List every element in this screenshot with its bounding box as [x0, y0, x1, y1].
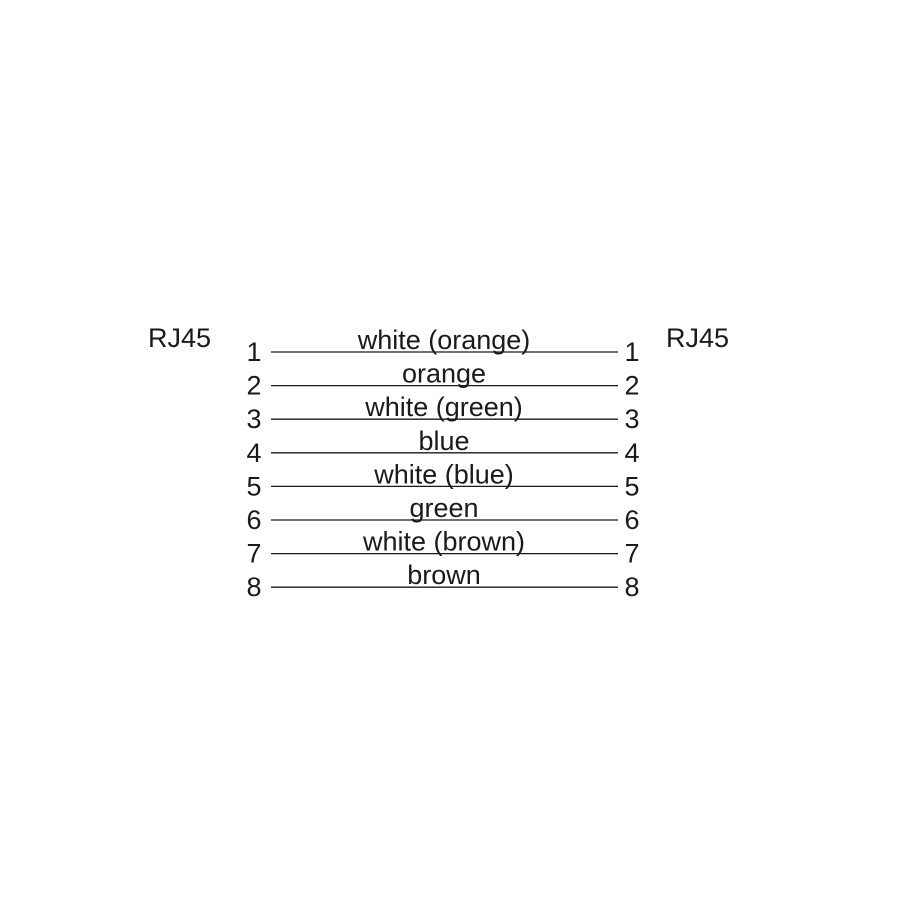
wire-color-label: white (blue): [373, 459, 514, 489]
wire-row: 6 6 green: [246, 493, 639, 535]
right-pin-number: 7: [624, 539, 639, 569]
wire-row: 5 5 white (blue): [246, 459, 639, 501]
right-connector-label: RJ45: [666, 323, 729, 353]
right-pin-number: 3: [624, 404, 639, 434]
left-pin-number: 4: [246, 438, 261, 468]
wire-color-label: orange: [402, 359, 486, 389]
left-pin-number: 3: [246, 404, 261, 434]
wire-color-label: blue: [418, 426, 469, 456]
wire-color-label: white (orange): [357, 325, 531, 355]
wire-row: 8 8 brown: [246, 560, 639, 602]
wire-row: 4 4 blue: [246, 426, 639, 468]
left-pin-number: 6: [246, 505, 261, 535]
left-pin-number: 2: [246, 371, 261, 401]
left-pin-number: 8: [246, 572, 261, 602]
right-pin-number: 4: [624, 438, 639, 468]
right-pin-number: 5: [624, 471, 639, 501]
wire-color-label: white (green): [364, 392, 523, 422]
wire-row: 7 7 white (brown): [246, 527, 639, 569]
wire-color-label: green: [409, 493, 478, 523]
right-pin-number: 8: [624, 572, 639, 602]
left-pin-number: 1: [246, 337, 261, 367]
wire-color-label: white (brown): [362, 527, 525, 557]
right-pin-number: 2: [624, 371, 639, 401]
right-pin-number: 6: [624, 505, 639, 535]
wire-row: 2 2 orange: [246, 359, 639, 401]
left-pin-number: 5: [246, 471, 261, 501]
right-pin-number: 1: [624, 337, 639, 367]
left-pin-number: 7: [246, 539, 261, 569]
wire-color-label: brown: [407, 560, 481, 590]
left-connector-label: RJ45: [148, 323, 211, 353]
wires-group: 1 1 white (orange) 2 2 orange 3 3 white (green) 4…: [246, 325, 639, 602]
wire-row: 3 3 white (green): [246, 392, 639, 434]
wire-row: 1 1 white (orange): [246, 325, 639, 367]
